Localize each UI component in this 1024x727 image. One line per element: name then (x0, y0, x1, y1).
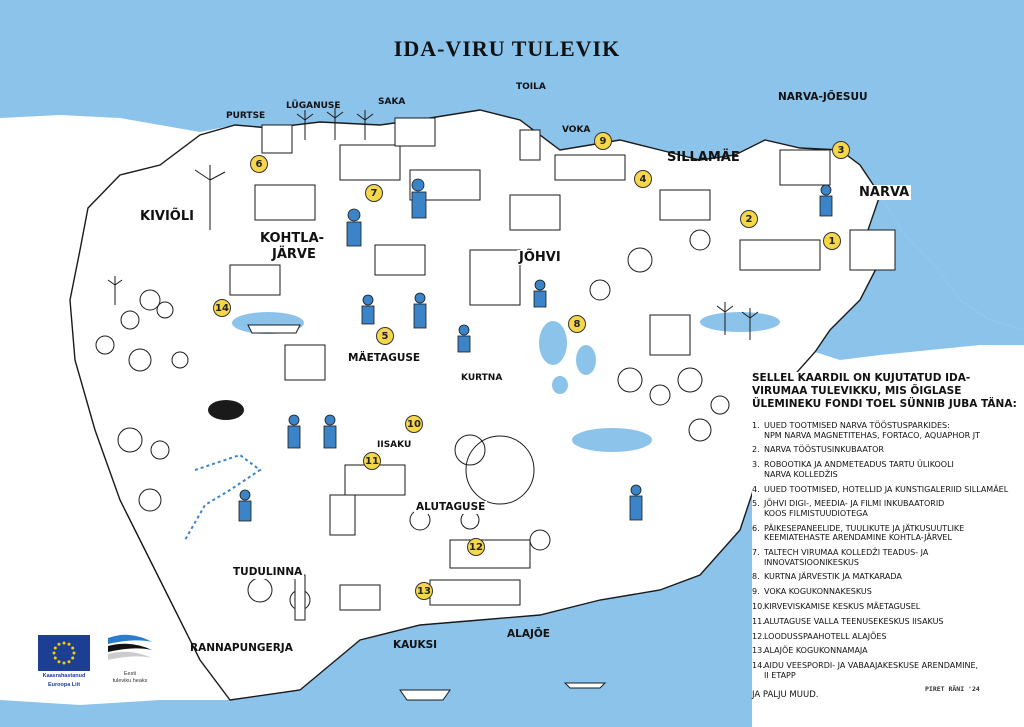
legend-item: 13.ALAJÕE KOGUKONNAMAJA (752, 646, 868, 656)
place-label-alutaguse: ALUTAGUSE (414, 501, 488, 514)
lake-activities (247, 324, 607, 701)
place-label-iisaku: IISAKU (375, 440, 414, 451)
people-figures (238, 178, 833, 522)
eu-logo: Kaasrahastanud Euroopa Liit (38, 635, 90, 688)
map-marker-7: 7 (365, 184, 383, 202)
map-marker-4: 4 (634, 170, 652, 188)
place-label-kohtla-jarve-line1: KOHTLA- (260, 231, 325, 246)
place-label-luganuse: LÜGANUSE (286, 101, 341, 111)
place-label-kivioli: KIVIÕLI (140, 209, 194, 224)
estonia-logo: Eesti tuleviku heaks (104, 632, 156, 684)
buildings (229, 117, 896, 621)
place-label-purtse: PURTSE (226, 111, 266, 121)
map-marker-1: 1 (823, 232, 841, 250)
estonia-caption-line2: tuleviku heaks (112, 677, 148, 684)
kurtna-lake-3 (552, 376, 568, 394)
river-lake (572, 428, 652, 452)
legend-item: 3.ROBOOTIKA JA ANDMETEADUS TARTU ÜLIKOOL… (752, 460, 954, 479)
eu-flag-icon (38, 635, 90, 671)
narva-river (815, 195, 1024, 360)
place-label-narva-joesuu: NARVA-JÕESUU (778, 91, 868, 103)
map-marker-3: 3 (832, 141, 850, 159)
place-label-maetaguse: MÄETAGUSE (346, 352, 423, 365)
estonia-swoosh-icon (108, 634, 152, 660)
legend-item: 4.UUED TOOTMISED, HOTELLID JA KUNSTIGALE… (752, 484, 1009, 494)
estonia-caption-line1: Eesti (123, 671, 137, 677)
place-label-saka: SAKA (378, 97, 406, 107)
map-marker-10: 10 (405, 415, 423, 433)
narva-reservoir (700, 312, 780, 332)
legend-item: 2.NARVA TÖÖSTUSINKUBAATOR (752, 445, 884, 455)
legend-intro: SELLEL KAARDIL ON KUJUTATUD IDA-VIRUMAA … (752, 372, 1017, 410)
place-label-rannapungerja: RANNAPUNGERJA (190, 642, 293, 654)
hiking-trail (184, 453, 262, 541)
map-legend: SELLEL KAARDIL ON KUJUTATUD IDA-VIRUMAA … (752, 372, 1018, 701)
map-marker-6: 6 (250, 155, 268, 173)
eu-caption-line1: Kaasrahastanud (42, 673, 86, 679)
legend-outro: JA PALJU MUUD. (752, 690, 819, 701)
map-marker-13: 13 (415, 582, 433, 600)
legend-item: 8.KURTNA JÄRVESTIK JA MATKARADA (752, 572, 902, 582)
legend-item: 5.JÕHVI DIGI-, MEEDIA- JA FILMI INKUBAAT… (752, 499, 945, 518)
place-label-voka: VOKA (562, 125, 591, 135)
place-label-alajoe: ALAJÕE (507, 628, 550, 640)
legend-item: 7.TALTECH VIRUMAA KOLLEDŽI TEADUS- JA IN… (752, 548, 929, 567)
map-marker-12: 12 (467, 538, 485, 556)
bear (208, 400, 244, 420)
map-title: IDA-VIRU TULEVIK (393, 36, 621, 61)
place-label-toila: TOILA (516, 82, 546, 92)
legend-item: 9.VOKA KOGUKONNAKESKUS (752, 587, 872, 597)
place-label-kohtla-jarve-line2: JÄRVE (272, 247, 316, 262)
place-label-johvi: JÕHVI (517, 250, 563, 265)
map-marker-2: 2 (740, 210, 758, 228)
map-marker-8: 8 (568, 315, 586, 333)
artist-signature: PIRET RÄNI '24 (925, 685, 980, 693)
legend-item: 10.KIRVEVISKAMISE KESKUS MÄETAGUSEL (752, 602, 921, 611)
place-label-tudulinna: TUDULINNA (231, 566, 305, 579)
legend-item: 14.AIDU VEESPORDI- JA VABAAJAKESKUSE ARE… (752, 661, 979, 680)
wind-turbines (107, 108, 759, 340)
place-label-sillamae: SILLAMÄE (667, 150, 740, 165)
map-marker-11: 11 (363, 452, 381, 470)
legend-item: 12.LOODUSSPAAHOTELL ALAJÕES (752, 631, 887, 641)
map-marker-9: 9 (594, 132, 612, 150)
kurtna-lake-1 (539, 321, 567, 365)
eu-caption-line2: Euroopa Liit (47, 681, 81, 688)
place-label-narva: NARVA (857, 185, 912, 200)
map-marker-5: 5 (376, 327, 394, 345)
place-label-kurtna: KURTNA (459, 373, 505, 384)
map-marker-14: 14 (213, 299, 231, 317)
legend-item: 6.PÄIKESEPANEELIDE, TUULIKUTE JA JÄTKUSU… (752, 523, 965, 543)
place-label-kauksi: KAUKSI (393, 639, 438, 651)
kurtna-lake-2 (576, 345, 596, 375)
gulf-of-finland (0, 0, 1024, 330)
legend-item: 11.ALUTAGUSE VALLA TEENUSEKESKUS IISAKUS (752, 616, 944, 626)
legend-item: 1.UUED TOOTMISED NARVA TÖÖSTUSPARKIDES: … (752, 421, 981, 440)
legend-list: 1.UUED TOOTMISED NARVA TÖÖSTUSPARKIDES: … (752, 421, 1018, 680)
